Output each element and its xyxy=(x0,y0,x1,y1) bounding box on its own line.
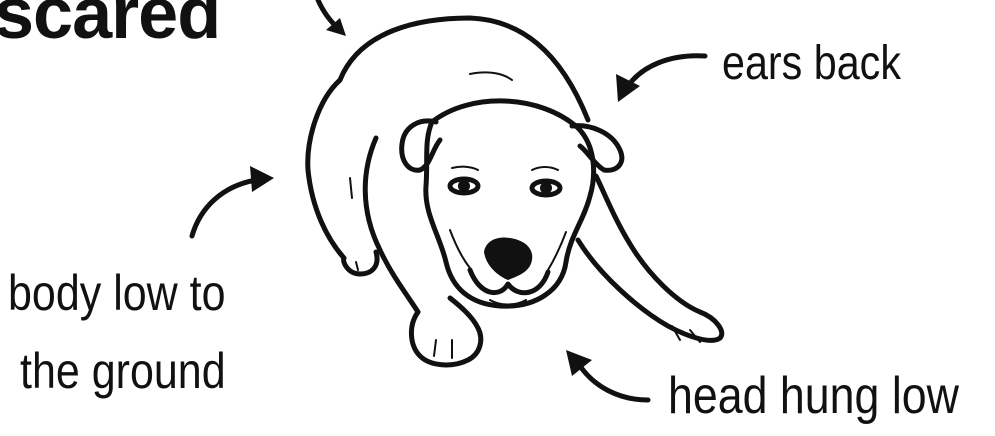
dog-nose xyxy=(484,238,532,280)
arrow-ears-back xyxy=(616,56,705,102)
arrow-body-low xyxy=(192,166,274,236)
dog-body xyxy=(308,18,722,365)
arrow-head-low xyxy=(566,350,648,400)
arrow-title xyxy=(318,0,346,36)
dog-head xyxy=(402,101,622,306)
